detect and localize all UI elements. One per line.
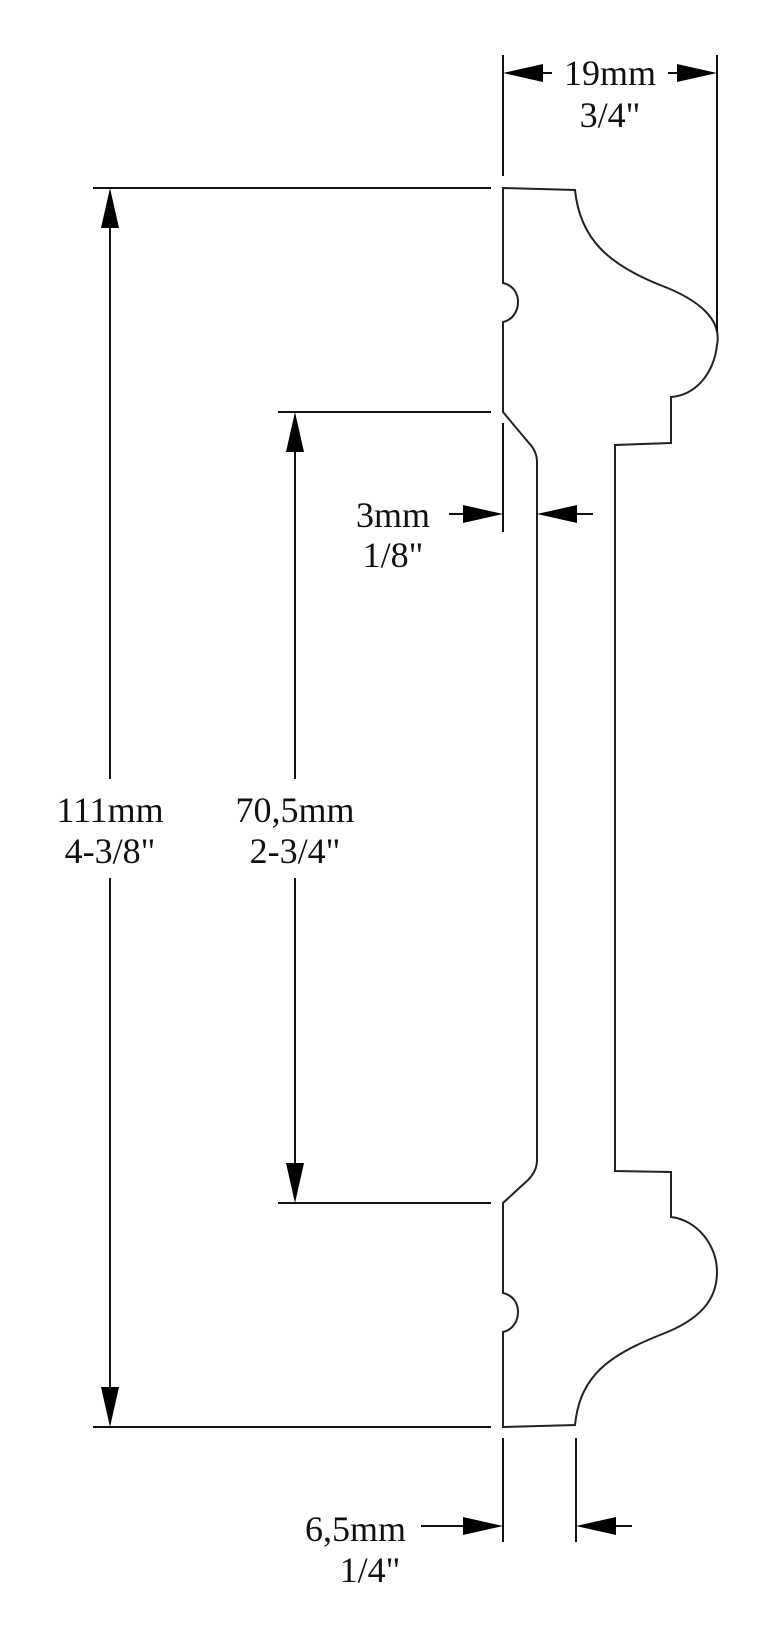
profile-outline — [502, 186, 719, 1429]
dim-edge-thickness: 6,5mm 1/4" — [305, 1438, 632, 1590]
label-height-imperial: 4-3/8" — [65, 831, 156, 871]
arrowhead-down-icon — [101, 1387, 119, 1427]
arrowhead-down-icon — [286, 1163, 304, 1203]
arrowhead-right-icon — [677, 64, 717, 82]
label-edge-imperial: 1/4" — [340, 1550, 401, 1590]
dim-recess-depth: 3mm 1/8" — [356, 423, 593, 575]
label-recess-height-metric: 70,5mm — [235, 790, 354, 830]
arrowhead-right-icon — [463, 505, 503, 523]
arrowhead-left-icon — [537, 505, 577, 523]
arrowhead-left-icon — [503, 64, 543, 82]
dim-overall-height: 111mm 4-3/8" — [56, 187, 491, 1428]
label-width-imperial: 3/4" — [580, 95, 641, 135]
label-recess-depth-imperial: 1/8" — [363, 535, 424, 575]
arrowhead-left-icon — [576, 1517, 616, 1535]
arrowhead-up-icon — [101, 188, 119, 228]
label-recess-height-imperial: 2-3/4" — [250, 831, 341, 871]
arrowhead-up-icon — [286, 412, 304, 452]
label-height-metric: 111mm — [56, 790, 163, 830]
label-recess-depth-metric: 3mm — [356, 495, 430, 535]
dim-recess-height: 70,5mm 2-3/4" — [235, 411, 491, 1204]
arrowhead-right-icon — [463, 1517, 503, 1535]
label-edge-metric: 6,5mm — [305, 1509, 406, 1549]
label-width-metric: 19mm — [564, 53, 656, 93]
dim-overall-width: 19mm 3/4" — [502, 53, 718, 332]
